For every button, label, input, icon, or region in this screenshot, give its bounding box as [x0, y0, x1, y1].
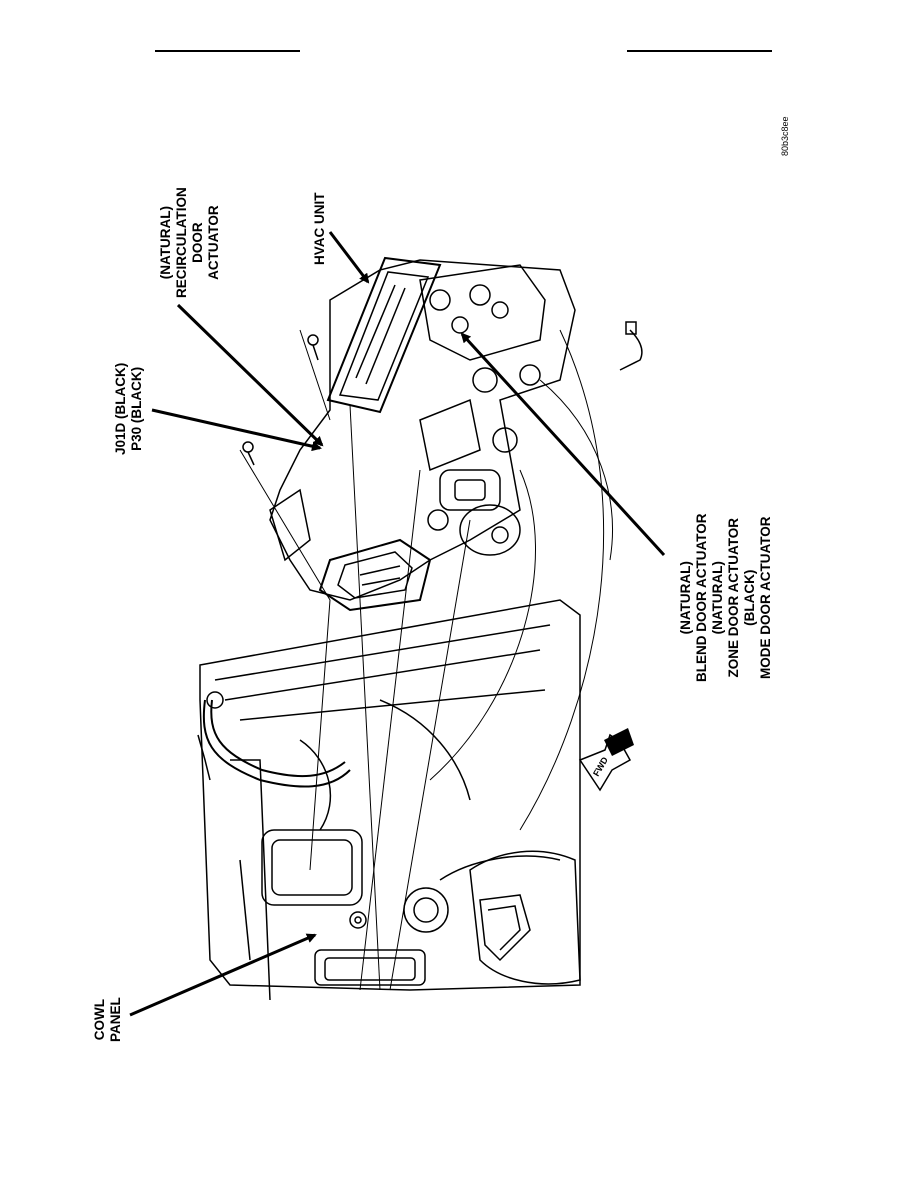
cowl-line-1: COWL: [92, 999, 107, 1041]
recirculation-door-actuator-label: (NATURAL) RECIRCULATION DOOR ACTUATOR: [158, 187, 222, 298]
hvac-unit-label: HVAC UNIT: [312, 193, 328, 266]
hvac-unit-illustration: [242, 256, 643, 612]
actuators-line-1: (NATURAL): [678, 561, 693, 635]
guide-lines: [239, 329, 613, 991]
recirc-line-3: DOOR: [190, 222, 205, 263]
hvac-line-1: HVAC UNIT: [312, 192, 327, 266]
recirc-line-2: RECIRCULATION: [174, 187, 189, 298]
j01d-p30-connector-label: J01D (BLACK) P30 (BLACK): [113, 363, 145, 455]
actuators-label: (NATURAL) BLEND DOOR ACTUATOR (NATURAL) …: [678, 514, 774, 683]
actuators-line-3: (NATURAL): [710, 561, 725, 635]
actuators-line-5: (BLACK): [742, 569, 757, 626]
actuators-line-6: MODE DOOR ACTUATOR: [758, 516, 773, 680]
leader-lines: [129, 231, 666, 1017]
cowl-panel-label: COWL PANEL: [92, 997, 124, 1042]
fwd-arrow: FWD: [578, 728, 634, 792]
actuators-line-4: ZONE DOOR ACTUATOR: [726, 518, 741, 678]
recirc-line-1: (NATURAL): [158, 206, 173, 280]
cowl-line-2: PANEL: [108, 997, 123, 1042]
recirc-line-4: ACTUATOR: [206, 205, 221, 280]
j01d-line-1: J01D (BLACK): [113, 362, 128, 455]
steering-column-illustration: [469, 850, 581, 985]
actuators-line-2: BLEND DOOR ACTUATOR: [694, 513, 709, 683]
header-rule-left: [155, 50, 300, 52]
header-rule-right: [627, 50, 772, 52]
cowl-panel-illustration: [197, 599, 581, 1001]
j01d-line-2: P30 (BLACK): [129, 366, 144, 451]
